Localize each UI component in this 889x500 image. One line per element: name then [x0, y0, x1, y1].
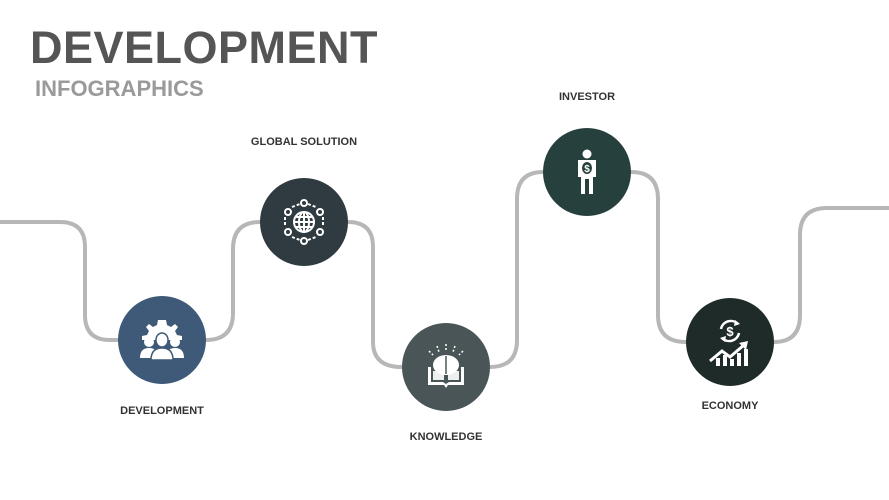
step-global-solution-circle: [260, 178, 348, 266]
investor-person-icon: $: [578, 149, 596, 194]
connector-segment: [204, 220, 262, 342]
team-gear-icon: [140, 320, 184, 361]
globe-network-icon: [284, 199, 324, 245]
brain-book-icon: [428, 344, 464, 388]
step-investor-label: INVESTOR: [558, 91, 616, 103]
step-economy-label: ECONOMY: [701, 400, 759, 412]
svg-text:$: $: [726, 324, 734, 339]
step-knowledge-circle: [402, 323, 490, 411]
step-knowledge-label: KNOWLEDGE: [409, 431, 483, 443]
connector-segment: [0, 220, 120, 342]
connector-segment: [346, 220, 404, 369]
step-development-circle: [118, 296, 206, 384]
connector-segment: [629, 170, 688, 344]
economy-growth-icon: $: [709, 319, 748, 366]
page-title: DEVELOPMENT: [30, 22, 379, 73]
step-investor-circle: $: [543, 128, 631, 216]
svg-text:$: $: [584, 164, 590, 175]
step-economy-circle: $: [686, 298, 774, 386]
page-subtitle: INFOGRAPHICS: [35, 76, 204, 101]
step-global-solution-label: GLOBAL SOLUTION: [250, 136, 358, 148]
step-development-label: DEVELOPMENT: [120, 405, 204, 417]
connector-segment: [488, 170, 545, 369]
connector-segment: [772, 206, 889, 344]
